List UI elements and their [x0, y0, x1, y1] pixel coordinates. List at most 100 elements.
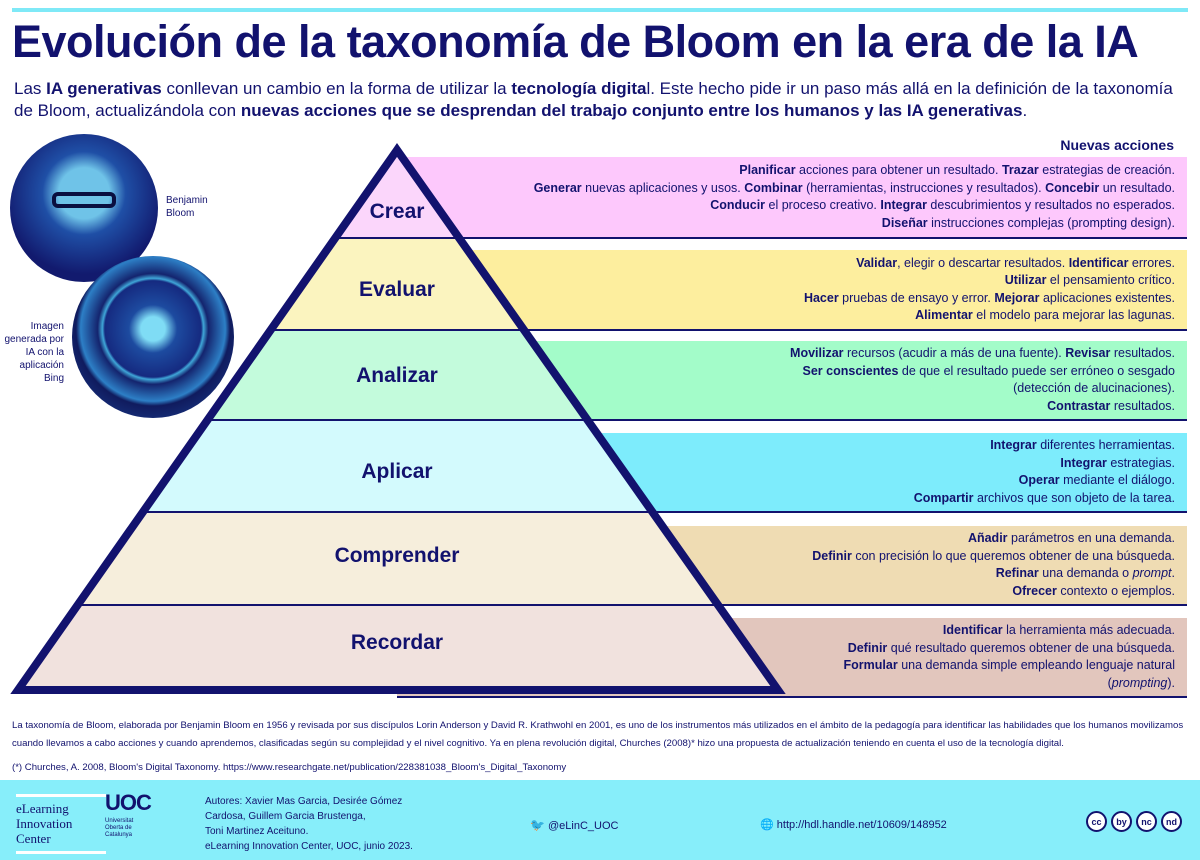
action-line: Definir con precisión lo que queremos ob… [397, 548, 1175, 566]
text-segment: estrategias. [1106, 455, 1175, 470]
action-verb: Integrar [1060, 455, 1107, 470]
footnote: La taxonomía de Bloom, elaborada por Ben… [12, 717, 1192, 777]
action-line: Integrar diferentes herramientas. [397, 437, 1175, 455]
action-verb: Planificar [739, 163, 796, 177]
text-segment: con precisión lo que queremos obtener de… [851, 548, 1175, 563]
action-verb: Conducir [710, 198, 766, 212]
text-segment: resultados. [1110, 398, 1175, 413]
level-evaluar: Evaluar [359, 278, 435, 301]
action-verb: Integrar [990, 438, 1037, 452]
text-segment: l. Este hecho pide ir un paso más allá e… [14, 79, 1173, 120]
no-derivatives-icon: nd [1161, 811, 1182, 832]
ai-image-caption: Imagen generada por IA con la aplicación… [4, 321, 65, 384]
action-verb: Utilizar [1004, 273, 1047, 287]
text-segment: contexto o ejemplos. [1056, 583, 1175, 598]
author-line: eLearning Innovation Center, UOC, junio … [205, 841, 413, 852]
action-line: (detección de alucinaciones). [397, 380, 1175, 398]
text-segment: una demanda simple empleando lenguaje na… [897, 658, 1175, 672]
action-verb: Definir [812, 548, 852, 563]
text-segment: nuevas aplicaciones y usos. [581, 180, 745, 195]
action-verb: IA generativas [46, 79, 162, 98]
text-segment: mediante el diálogo. [1059, 473, 1175, 487]
text-segment: . [1022, 101, 1028, 120]
action-line: Conducir el proceso creativo. Integrar d… [397, 197, 1175, 215]
action-verb: Operar [1018, 473, 1060, 487]
level-comprender: Comprender [334, 544, 460, 567]
text-segment: , elegir o descartar resultados. [897, 255, 1069, 270]
text-segment: (herramientas, instrucciones y resultado… [802, 180, 1046, 195]
action-verb: Combinar [744, 180, 803, 195]
action-line: Formular una demanda simple empleando le… [397, 657, 1175, 675]
action-line: Refinar una demanda o prompt. [397, 565, 1175, 583]
action-line: Generar nuevas aplicaciones y usos. Comb… [397, 180, 1175, 198]
cc-icon: cc [1086, 811, 1107, 832]
authors: Autores: Xavier Mas Garcia, Desirée Góme… [205, 794, 413, 854]
text-segment: . [1171, 566, 1175, 580]
twitter-link[interactable]: 🐦 @eLinC_UOC [530, 818, 619, 832]
footer-band [0, 780, 1200, 860]
action-verb: Identificar [1068, 255, 1129, 270]
text-segment: errores. [1128, 255, 1175, 270]
action-verb: Integrar [880, 198, 927, 212]
text-segment: acciones para obtener un resultado. [795, 163, 1002, 177]
text-segment: la herramienta más adecuada. [1002, 623, 1175, 637]
text-segment: archivos que son objeto de la tarea. [973, 490, 1175, 505]
text-segment: un resultado. [1099, 180, 1175, 195]
action-verb: Concebir [1045, 180, 1100, 195]
action-line: Operar mediante el diálogo. [397, 472, 1175, 490]
author-line: Autores: Xavier Mas Garcia, Desirée Góme… [205, 796, 403, 807]
action-line: Compartir archivos que son objeto de la … [397, 490, 1175, 508]
action-verb: Formular [843, 658, 898, 672]
action-line: Hacer pruebas de ensayo y error. Mejorar… [397, 290, 1175, 308]
action-verb: Refinar [995, 566, 1039, 580]
action-line: Alimentar el modelo para mejorar las lag… [397, 307, 1175, 325]
text-segment: el pensamiento crítico. [1046, 273, 1175, 287]
action-verb: Generar [533, 180, 582, 195]
non-commercial-icon: nc [1136, 811, 1157, 832]
action-verb: Validar [856, 255, 898, 270]
action-line: Definir qué resultado queremos obtener d… [397, 640, 1175, 658]
action-verb: Mejorar [994, 290, 1040, 305]
text-segment: conllevan un cambio en la forma de utili… [161, 79, 512, 98]
text-segment: el modelo para mejorar las lagunas. [972, 308, 1175, 322]
action-verb: Alimentar [915, 308, 973, 322]
bloom-pyramid [10, 143, 786, 694]
action-verb: Identificar [942, 623, 1003, 637]
text-segment: descubrimientos y resultados no esperado… [926, 198, 1175, 212]
action-verb: Ofrecer [1012, 583, 1057, 598]
text-segment: (detección de alucinaciones). [1013, 381, 1175, 395]
text-segment: una demanda o [1038, 566, 1133, 580]
text-segment: resultados. [1110, 346, 1175, 360]
action-verb: Hacer [803, 290, 839, 305]
band-comprender [18, 512, 778, 605]
text-segment: prompt [1132, 566, 1172, 580]
text-segment: ). [1167, 675, 1175, 690]
text-segment: instrucciones complejas (prompting desig… [927, 215, 1175, 230]
nuevas-acciones-heading: Nuevas acciones [1060, 137, 1174, 153]
level-crear: Crear [369, 200, 425, 223]
action-verb: Revisar [1065, 346, 1111, 360]
action-verb: Trazar [1001, 163, 1039, 177]
reference: (*) Churches, A. 2008, Bloom's Digital T… [12, 762, 567, 773]
text-segment: estrategias de creación. [1038, 163, 1175, 177]
handle-link[interactable]: 🌐 http://hdl.handle.net/10609/148952 [760, 819, 947, 831]
action-line: Contrastar resultados. [397, 398, 1175, 416]
by-attribution-icon: by [1111, 811, 1132, 832]
band-recordar [18, 605, 778, 690]
action-line: Validar, elegir o descartar resultados. … [397, 255, 1175, 273]
action-line: Ser conscientes de que el resultado pued… [397, 363, 1175, 381]
action-line: Añadir parámetros en una demanda. [397, 530, 1175, 548]
text-segment: el proceso creativo. [765, 198, 881, 212]
uoc-logo: UOC [105, 790, 152, 815]
level-recordar: Recordar [350, 631, 444, 654]
text-segment: diferentes herramientas. [1036, 438, 1175, 452]
twitter-icon: 🐦 [530, 818, 545, 832]
taxonomy-description: La taxonomía de Bloom, elaborada por Ben… [12, 720, 1184, 749]
action-verb: Movilizar [790, 346, 844, 360]
bloom-caption: Benjamin Bloom [166, 195, 208, 219]
top-rule [12, 8, 1188, 12]
page-title: Evolución de la taxonomía de Bloom en la… [12, 16, 1139, 67]
action-line: (prompting). [397, 675, 1175, 693]
text-segment: ( [1107, 675, 1112, 690]
text-segment: aplicaciones existentes. [1039, 290, 1175, 305]
